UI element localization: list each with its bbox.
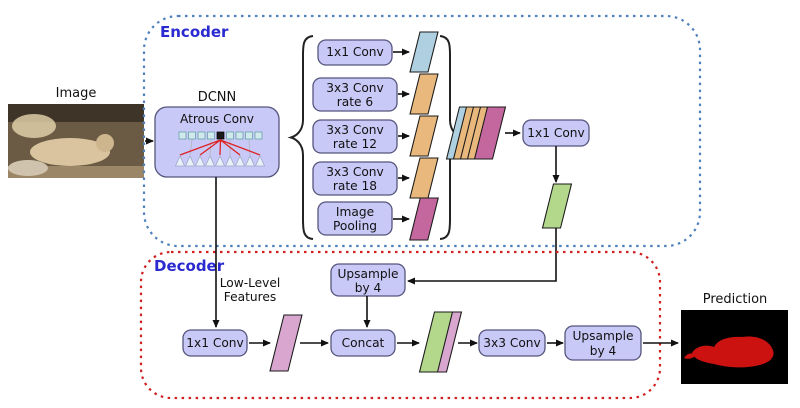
unit-triangle	[254, 155, 266, 167]
decoder-conv-box	[478, 329, 546, 357]
slab-aspp3	[409, 115, 439, 157]
atrous-rate-fan	[179, 139, 261, 156]
unit-triangle	[194, 155, 206, 167]
aspp-rate6-label-2: rate 6	[337, 95, 373, 109]
encoder-feature-stack	[445, 106, 507, 160]
atrous-link-line	[189, 139, 193, 156]
photo-cat-body	[30, 138, 110, 166]
feature-cell	[254, 131, 263, 140]
unit-triangle	[214, 155, 226, 167]
feature-cell	[188, 131, 196, 140]
atrous-conv-label: Atrous Conv	[180, 112, 254, 126]
aspp-rate18-box	[312, 161, 398, 196]
unit-triangle	[204, 155, 216, 167]
line-green-slab-to-upsample	[407, 228, 557, 285]
concat-box	[330, 329, 396, 357]
feature-cell	[207, 131, 215, 140]
feature-cell	[178, 131, 187, 140]
decoder-region	[139, 250, 662, 400]
aspp-rate12-box	[312, 119, 398, 154]
input-photo	[8, 104, 144, 178]
atrous-conv-mini-diagram	[174, 131, 266, 167]
slab-image-pooling	[409, 197, 439, 241]
encoder-region-label: Encoder	[160, 23, 229, 41]
upsample-mid-label-1: Upsample	[338, 267, 399, 281]
upsample-mid-label-2: by 4	[355, 281, 382, 295]
photo-sheet	[8, 160, 48, 176]
stack-slab-magenta	[473, 106, 507, 160]
aspp-rate6-box	[312, 77, 398, 112]
decoder-region-label: Decoder	[154, 257, 225, 275]
unit-triangle	[224, 155, 236, 167]
feature-cell	[226, 131, 234, 140]
dcnn-label: DCNN	[198, 90, 237, 105]
low-level-label-1: Low-Level	[220, 276, 281, 290]
unit-triangle	[234, 155, 246, 167]
slab-aspp4	[409, 157, 439, 199]
unit-triangle	[244, 155, 256, 167]
feature-cell	[245, 131, 253, 140]
aspp-rate18-label-2: rate 18	[333, 179, 377, 193]
aspp-rate12-label-1: 3x3 Conv	[326, 123, 384, 137]
upsample-out-box	[564, 325, 642, 361]
image-pooling-label-2: Pooling	[333, 219, 377, 233]
input-image-label: Image	[56, 86, 97, 101]
image-pooling-label-1: Image	[336, 205, 374, 219]
unit-triangle	[174, 155, 186, 167]
unit-triangle	[184, 155, 196, 167]
open-brace	[287, 35, 314, 240]
atrous-rate-lines	[179, 139, 261, 156]
atrous-link-line	[248, 139, 251, 156]
decoder-stack-green	[418, 311, 454, 373]
concat-label: Concat	[342, 336, 385, 350]
prediction-mask-blob	[692, 336, 774, 368]
upsample-out-label-2: by 4	[590, 344, 617, 358]
low-level-label-2: Features	[224, 290, 276, 304]
image-pooling-box	[317, 201, 393, 236]
aspp-1x1-box	[317, 39, 393, 66]
aspp-rate18-label-1: 3x3 Conv	[326, 165, 384, 179]
aspp-rate12-label-2: rate 12	[333, 137, 377, 151]
decoder-feature-stack	[418, 311, 463, 373]
feature-cell	[197, 131, 206, 140]
photo-light-glow	[12, 114, 56, 138]
slab-aspp1	[409, 31, 439, 73]
slab-low-level-pink	[269, 314, 303, 372]
decoder-conv-label: 3x3 Conv	[483, 336, 541, 350]
encoder-projection-label: 1x1 Conv	[527, 126, 585, 140]
aspp-rate6-label-1: 3x3 Conv	[326, 81, 384, 95]
feature-cell	[235, 131, 244, 140]
prediction-image	[681, 310, 788, 384]
decoder-reduce-box	[182, 329, 248, 357]
prediction-label: Prediction	[703, 292, 768, 307]
prediction-mask-tail	[684, 353, 696, 359]
upsample-out-label-1: Upsample	[573, 329, 634, 343]
slab-aspp2	[409, 73, 439, 115]
input-unit-triangles	[174, 155, 266, 167]
aspp-1x1-label: 1x1 Conv	[326, 45, 384, 59]
decoder-reduce-label: 1x1 Conv	[186, 336, 244, 350]
upsample-mid-box	[330, 263, 406, 297]
photo-cat-head	[96, 134, 114, 152]
slab-encoder-output-green	[541, 183, 573, 229]
feature-cell-center	[216, 131, 225, 140]
